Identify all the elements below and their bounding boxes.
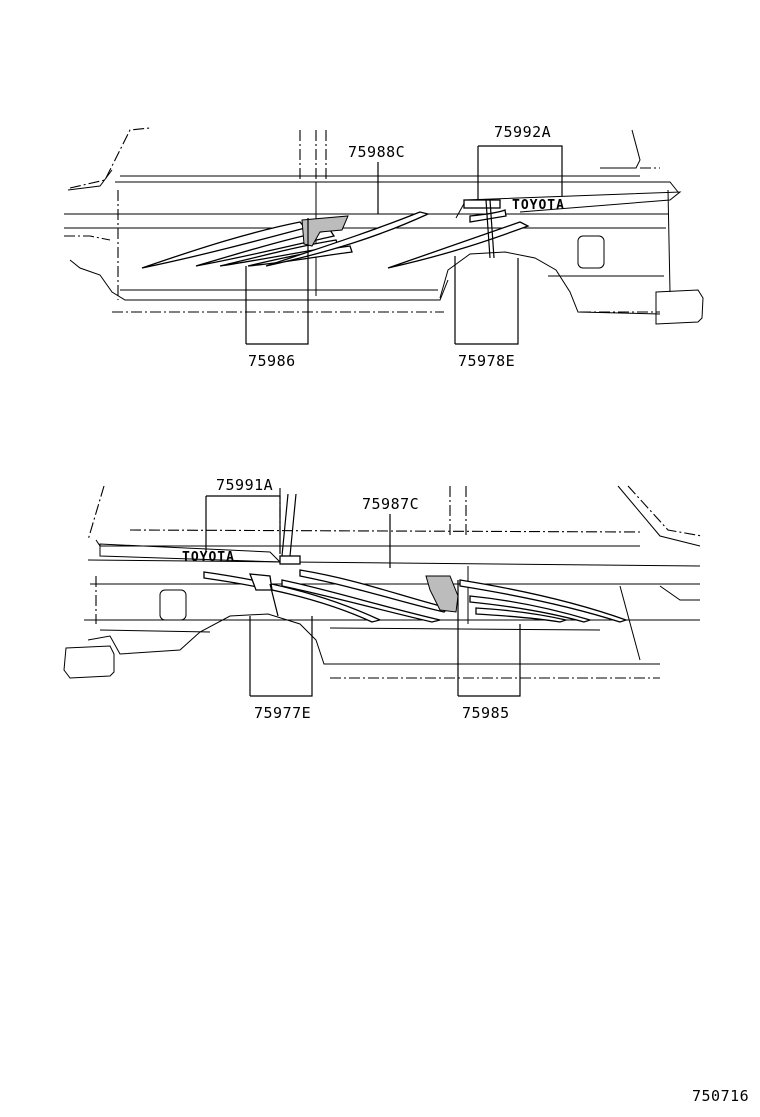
label-75991a: 75991A — [216, 476, 273, 494]
upper-leader-lines — [245, 145, 563, 345]
lower-vehicle-view: TOYOTA 75991A 75987C 75977E 75985 — [63, 476, 703, 722]
upper-stripe-graphics — [141, 199, 530, 269]
lower-stripe-graphics — [203, 555, 628, 623]
figure-code: 750716 — [692, 1087, 749, 1105]
upper-vehicle-view: TOYOTA 75988C 75992A 75986 75978E — [64, 123, 704, 370]
label-75988c: 75988C — [348, 143, 405, 161]
label-75986: 75986 — [248, 352, 296, 370]
upper-brand-text: TOYOTA — [512, 198, 565, 213]
label-75977e: 75977E — [254, 704, 311, 722]
label-75987c: 75987C — [362, 495, 419, 513]
label-75985: 75985 — [462, 704, 510, 722]
lower-brand-text: TOYOTA — [182, 550, 235, 565]
label-75978e: 75978E — [458, 352, 515, 370]
lower-body-outline — [63, 485, 703, 679]
label-75992a: 75992A — [494, 123, 551, 141]
upper-body-outline — [64, 127, 704, 325]
lower-leader-lines — [205, 493, 521, 697]
